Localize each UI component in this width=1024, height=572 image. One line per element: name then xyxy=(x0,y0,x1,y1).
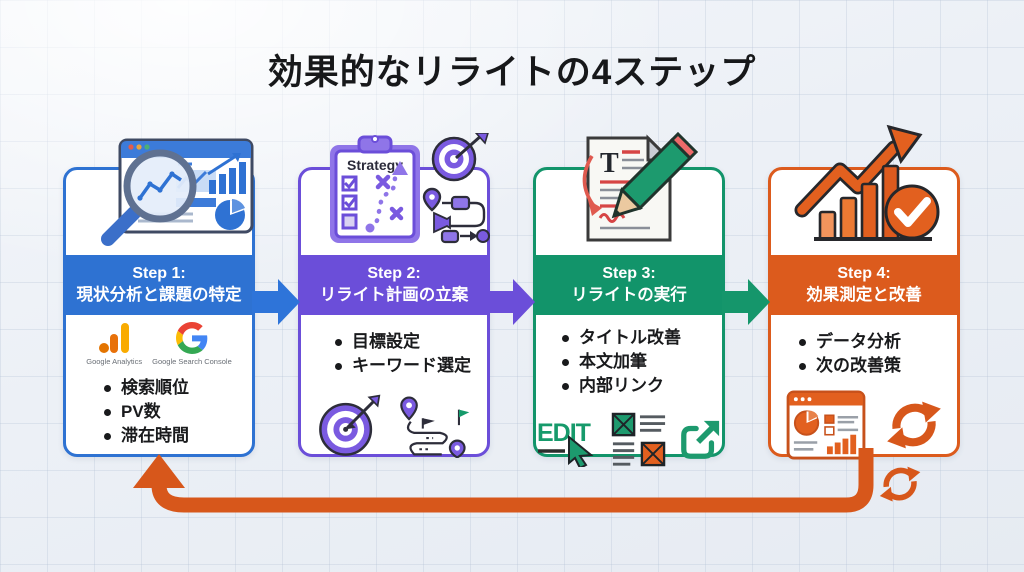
step2-content: 目標設定 キーワード選定 xyxy=(301,316,487,458)
wireframe-layout-icon xyxy=(611,412,666,467)
step1-heading: 現状分析と課題の特定 xyxy=(76,285,242,304)
step1-card: Step 1: 現状分析と課題の特定 Google Analytics xyxy=(63,167,255,457)
step4-label: Step 4: xyxy=(837,264,891,282)
step1-content: Google Analytics Google Search Console 検… xyxy=(66,316,252,454)
step4-heading: 効果測定と改善 xyxy=(806,285,922,304)
step4-card: Step 4: 効果測定と改善 データ分析 次の改善策 xyxy=(768,167,960,460)
edit-cursor-icon: EDIT xyxy=(537,419,594,467)
step4-content: データ分析 次の改善策 xyxy=(771,316,957,460)
step3-bullet: 内部リンク xyxy=(562,374,722,398)
external-link-icon xyxy=(681,420,720,459)
step3-content: タイトル改善 本文加筆 内部リンク EDIT xyxy=(536,316,722,467)
step3-bullet: タイトル改善 xyxy=(562,326,722,350)
step2-label: Step 2: xyxy=(367,264,421,282)
step1-bullet-list: 検索順位 PV数 滞在時間 xyxy=(104,376,252,448)
google-analytics-tool: Google Analytics xyxy=(86,322,142,366)
step1-bullet: PV数 xyxy=(104,400,252,424)
step1-bullet: 滞在時間 xyxy=(104,424,252,448)
report-dashboard-icon xyxy=(786,390,866,460)
step2-card: Step 2: リライト計画の立案 目標設定 キーワード選定 xyxy=(298,167,490,458)
google-search-console-label: Google Search Console xyxy=(152,357,232,366)
arrow-step3-to-step4 xyxy=(722,279,770,325)
step3-header: Step 3: リライトの実行 xyxy=(535,255,723,315)
step1-label: Step 1: xyxy=(132,264,186,282)
step3-bullet: 本文加筆 xyxy=(562,350,722,374)
google-analytics-label: Google Analytics xyxy=(86,357,143,366)
step3-card: Step 3: リライトの実行 タイトル改善 本文加筆 内部リンク EDIT xyxy=(533,167,725,467)
page-title: 効果的なリライトの4ステップ xyxy=(267,53,757,92)
step3-bullet-list: タイトル改善 本文加筆 内部リンク xyxy=(562,326,722,398)
loop-arrow-step4-to-step1 xyxy=(133,448,921,513)
target-dart-icon xyxy=(319,394,381,456)
arrow-step1-to-step2 xyxy=(252,279,300,325)
step4-bullet: 次の改善策 xyxy=(799,354,957,378)
step4-bullet-list: データ分析 次の改善策 xyxy=(799,330,957,378)
step2-heading: リライト計画の立案 xyxy=(319,285,469,304)
google-analytics-icon xyxy=(99,323,130,353)
step2-bullet: 目標設定 xyxy=(335,330,487,354)
route-map-icon xyxy=(400,396,470,458)
google-search-console-tool: Google Search Console xyxy=(152,322,232,366)
step2-header: Step 2: リライト計画の立案 xyxy=(300,255,488,315)
loop-refresh-icon xyxy=(879,466,921,502)
step4-header: Step 4: 効果測定と改善 xyxy=(770,255,958,315)
arrow-step2-to-step3 xyxy=(487,279,535,325)
step4-bullet: データ分析 xyxy=(799,330,957,354)
refresh-cycle-icon xyxy=(887,401,941,449)
step1-header: Step 1: 現状分析と課題の特定 xyxy=(65,255,253,315)
edit-label: EDIT xyxy=(537,419,591,447)
step2-bullet: キーワード選定 xyxy=(335,354,487,378)
google-g-icon xyxy=(175,322,208,354)
step3-heading: リライトの実行 xyxy=(571,285,687,304)
step3-label: Step 3: xyxy=(602,264,656,282)
step2-bullet-list: 目標設定 キーワード選定 xyxy=(335,330,487,378)
step1-bullet: 検索順位 xyxy=(104,376,252,400)
